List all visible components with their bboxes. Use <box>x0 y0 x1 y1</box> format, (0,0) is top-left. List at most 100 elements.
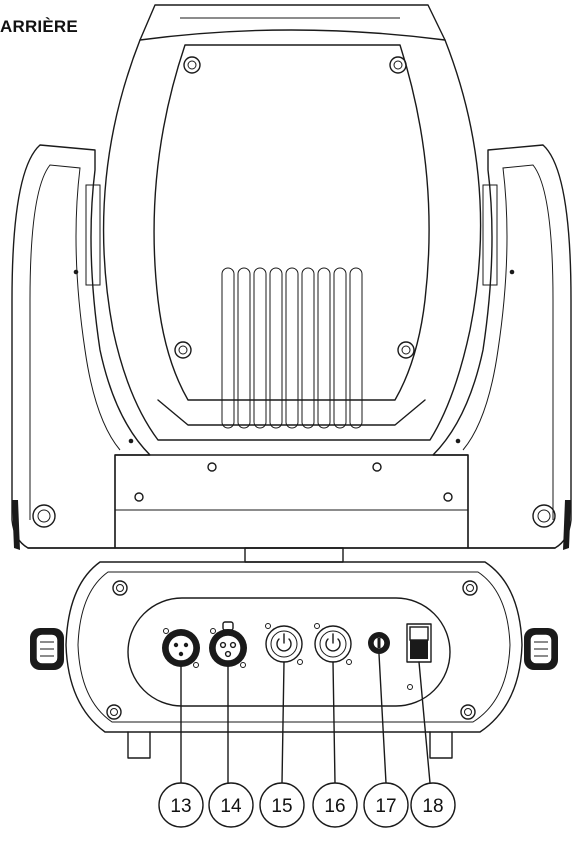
callouts: 13 14 15 16 17 18 <box>158 782 456 828</box>
xlr-pin <box>178 651 184 657</box>
power-icon <box>325 638 341 652</box>
indicator-hole <box>407 684 413 690</box>
xlr-socket <box>224 650 232 658</box>
callout-15: 15 <box>259 782 305 828</box>
crossbar-screw <box>372 462 382 472</box>
powercon-screw <box>346 659 352 665</box>
connector-panel <box>127 597 451 707</box>
base-inner-outline <box>77 571 511 723</box>
base-screw <box>106 704 122 720</box>
left-arm-bracket <box>85 184 101 286</box>
dmx-out-connector[interactable] <box>209 621 247 668</box>
right-arm-edge <box>563 500 571 550</box>
callout-label-14: 14 <box>220 796 242 817</box>
leader-line-15 <box>281 661 285 784</box>
base-screw-center <box>466 584 474 592</box>
callout-label-13: 13 <box>170 796 191 817</box>
powercon-screw <box>314 623 320 629</box>
callout-18: 18 <box>410 782 456 828</box>
callout-circle <box>158 782 204 828</box>
screw-center <box>178 345 188 355</box>
grille-slot <box>285 267 299 429</box>
left-arm-inner <box>29 164 121 520</box>
head-lower-rim <box>157 399 426 426</box>
callout-17: 17 <box>363 782 409 828</box>
grille-slot <box>317 267 331 429</box>
base-screw <box>112 580 128 596</box>
xlr-screw <box>240 662 246 668</box>
yoke-left-arm <box>11 144 151 550</box>
powercon-ring <box>270 630 298 658</box>
fuse-slot <box>377 638 381 648</box>
grille-slot <box>333 267 347 429</box>
switch-rocker <box>410 640 428 659</box>
xlr-face <box>214 634 242 662</box>
xlr-screw <box>210 628 216 634</box>
xlr-face <box>167 634 195 662</box>
grille-slot <box>269 267 283 429</box>
screw <box>397 341 415 359</box>
crossbar-screw <box>443 492 453 502</box>
callout-14: 14 <box>208 782 254 828</box>
callout-label-15: 15 <box>271 796 292 817</box>
moving-head <box>102 4 482 441</box>
callout-label-16: 16 <box>324 796 345 817</box>
leader-line-16 <box>332 661 336 784</box>
powercon-screw <box>297 659 303 665</box>
yoke-crossbar <box>27 454 556 563</box>
xlr-pin <box>173 642 179 648</box>
leader-lines <box>180 653 431 784</box>
xlr-pin <box>183 642 189 648</box>
base-screw-center <box>464 708 472 716</box>
base-handle-left <box>30 628 64 670</box>
leader-line-18 <box>418 661 431 784</box>
base-foot-right <box>429 731 453 759</box>
base-foot-left <box>127 731 151 759</box>
xlr-screw <box>193 662 199 668</box>
xlr-socket <box>219 641 227 649</box>
view-heading: ARRIÈRE <box>0 17 78 36</box>
callout-circle <box>312 782 358 828</box>
crossbar-screw <box>134 492 144 502</box>
xlr-socket <box>229 641 237 649</box>
callout-circle <box>410 782 456 828</box>
powercon-ring <box>319 630 347 658</box>
left-arm-dot <box>73 269 79 275</box>
base-unit <box>30 561 558 759</box>
xlr-latch <box>222 621 234 631</box>
callout-circle <box>259 782 305 828</box>
callout-circle <box>208 782 254 828</box>
screw <box>183 56 201 74</box>
left-arm-outline <box>11 144 151 549</box>
base-screw <box>460 704 476 720</box>
head-inner-panel <box>153 44 430 401</box>
base-screw-center <box>116 584 124 592</box>
dmx-in-connector[interactable] <box>162 628 200 668</box>
xlr-screw <box>163 628 169 634</box>
right-arm-knob-inner <box>537 509 551 523</box>
callout-13: 13 <box>158 782 204 828</box>
grille-slot <box>221 267 235 429</box>
callout-circle <box>363 782 409 828</box>
switch-rocker-top <box>409 626 429 641</box>
grille-slot <box>301 267 315 429</box>
right-arm-dot <box>455 438 461 444</box>
right-arm-dot <box>509 269 515 275</box>
crossbar-screw <box>207 462 217 472</box>
callout-label-18: 18 <box>422 796 443 817</box>
base-screw <box>462 580 478 596</box>
yoke-right-arm <box>432 144 572 550</box>
screw-center <box>187 60 197 70</box>
grille-slot <box>349 267 363 429</box>
right-arm-bracket <box>482 184 498 286</box>
power-out-connector[interactable] <box>314 623 352 665</box>
head-top-band <box>139 29 446 41</box>
screw <box>389 56 407 74</box>
fuse-holder[interactable] <box>368 632 390 654</box>
yoke-neck <box>244 547 344 563</box>
power-in-connector[interactable] <box>265 623 303 665</box>
head-outer-shell <box>102 4 482 441</box>
grille-slot <box>253 267 267 429</box>
power-switch[interactable] <box>406 623 432 690</box>
